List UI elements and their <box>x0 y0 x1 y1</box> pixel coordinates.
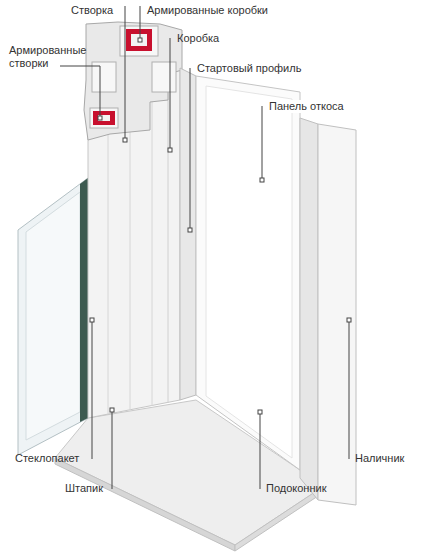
leader-dot <box>98 116 102 120</box>
reinforcement-hole <box>131 34 147 46</box>
leader-line <box>190 68 191 230</box>
part-label: Коробка <box>176 32 220 45</box>
reinforcement-frame <box>126 29 152 51</box>
leader-line <box>140 6 141 40</box>
sill-edge <box>55 458 235 551</box>
leader-dot <box>168 148 172 152</box>
slope-panel <box>196 76 300 470</box>
glass-pane <box>26 192 80 440</box>
casing-side <box>300 118 318 500</box>
glass-spacer <box>80 178 88 422</box>
part-label: Штапик <box>64 482 104 495</box>
part-label: Наличник <box>354 452 405 465</box>
part-label: Стартовый профиль <box>196 62 302 75</box>
part-label: Армированные коробки <box>146 4 269 17</box>
profile-chamber <box>90 108 118 128</box>
leader-dots <box>90 38 351 414</box>
leader-dot <box>258 410 262 414</box>
leader-line <box>262 106 263 180</box>
reinforcement-hole <box>98 115 110 121</box>
leader-line <box>349 320 350 459</box>
sill-edge <box>235 490 318 551</box>
slope-panel-face <box>206 86 292 458</box>
leader-line <box>60 66 100 118</box>
part-label: Панель откоса <box>268 100 345 113</box>
leader-dot <box>347 318 351 322</box>
leader-dot <box>90 318 94 322</box>
casing-face <box>318 124 356 505</box>
leader-line <box>260 412 261 489</box>
part-label: Подоконник <box>265 482 327 495</box>
profile-chamber <box>152 62 176 92</box>
leader-line <box>125 6 126 140</box>
glass-shape <box>18 178 88 455</box>
part-label: Армированные створки <box>8 44 98 70</box>
part-label: Створка <box>70 4 114 17</box>
profile-chamber <box>120 26 158 56</box>
leader-line <box>92 320 93 459</box>
leader-lines <box>60 6 349 489</box>
reinforcement-sash <box>93 111 115 125</box>
frame-line <box>168 62 169 403</box>
profile-section <box>84 22 182 140</box>
starter-profile <box>180 68 196 400</box>
leader-dot <box>123 138 127 142</box>
leader-dot <box>110 408 114 412</box>
leader-dot <box>188 228 192 232</box>
leader-line <box>170 38 171 150</box>
leader-dot <box>260 178 264 182</box>
frame-line <box>152 61 153 406</box>
part-label: Стеклопакет <box>14 452 80 465</box>
leader-dot <box>138 38 142 42</box>
leader-line <box>112 410 113 489</box>
